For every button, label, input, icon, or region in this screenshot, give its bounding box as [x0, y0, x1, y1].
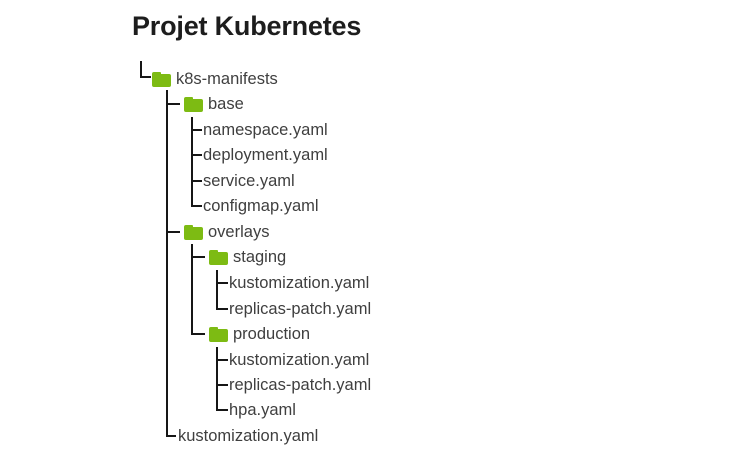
node-label: overlays	[208, 222, 270, 241]
node-label: replicas-patch.yaml	[229, 299, 372, 318]
node-label: kustomization.yaml	[229, 273, 370, 292]
tree-connector-tick-namespace	[191, 129, 202, 131]
node-label: production	[233, 324, 311, 343]
node-label: kustomization.yaml	[229, 350, 370, 369]
tree-node-production-replicas-patch-yaml: replicas-patch.yaml	[229, 372, 371, 398]
page-title: Projet Kubernetes	[132, 11, 362, 41]
tree-node-deployment-yaml: deployment.yaml	[203, 142, 328, 168]
tree-connector-base-vertical	[191, 117, 193, 207]
tree-node-root-kustomization-yaml: kustomization.yaml	[178, 423, 318, 449]
node-label: service.yaml	[203, 171, 295, 190]
folder-icon	[184, 96, 203, 112]
tree-node-service-yaml: service.yaml	[203, 168, 295, 194]
tree-connector-overlays-vertical	[191, 244, 193, 335]
tree-node-configmap-yaml: configmap.yaml	[203, 193, 319, 219]
node-label: staging	[233, 247, 287, 266]
tree-node-hpa-yaml: hpa.yaml	[229, 397, 296, 423]
tree-node-production: production	[209, 321, 310, 347]
tree-node-production-kustomization-yaml: kustomization.yaml	[229, 347, 369, 373]
tree-connector-tick-staging-replicas	[216, 308, 228, 310]
node-label: k8s-manifests	[176, 69, 278, 88]
tree-connector-tick-production	[191, 333, 205, 335]
tree-node-k8s-manifests: k8s-manifests	[152, 66, 278, 92]
tree-connector-tick-production-kustomization	[216, 359, 228, 361]
tree-connector-tick-overlays	[166, 231, 180, 233]
tree-node-staging-replicas-patch-yaml: replicas-patch.yaml	[229, 296, 371, 322]
tree-node-staging: staging	[209, 244, 286, 270]
tree-connector-tick-base	[166, 103, 180, 105]
tree-node-staging-kustomization-yaml: kustomization.yaml	[229, 270, 369, 296]
folder-icon	[209, 326, 228, 342]
tree-connector-root-vertical	[140, 61, 142, 78]
tree-connector-staging-vertical	[216, 270, 218, 310]
folder-icon	[152, 71, 171, 87]
node-label: replicas-patch.yaml	[229, 375, 372, 394]
tree-connector-tick-production-replicas	[216, 384, 228, 386]
node-label: kustomization.yaml	[178, 426, 319, 445]
tree-connector-root-horizontal	[140, 76, 151, 78]
tree-connector-production-vertical	[216, 347, 218, 411]
tree-node-namespace-yaml: namespace.yaml	[203, 117, 328, 143]
tree-connector-tick-staging	[191, 256, 205, 258]
tree-connector-tick-deployment	[191, 154, 202, 156]
node-label: configmap.yaml	[203, 196, 319, 215]
node-label: base	[208, 94, 244, 113]
node-label: deployment.yaml	[203, 145, 328, 164]
tree-connector-tick-hpa	[216, 409, 228, 411]
tree-node-base: base	[184, 91, 244, 117]
tree-connector-tick-service	[191, 180, 202, 182]
node-label: hpa.yaml	[229, 400, 296, 419]
tree-connector-tick-staging-kustomization	[216, 282, 228, 284]
tree-connector-tick-configmap	[191, 205, 202, 207]
tree-connector-k8s-vertical	[166, 90, 168, 437]
folder-icon	[209, 249, 228, 265]
node-label: namespace.yaml	[203, 120, 328, 139]
tree-node-overlays: overlays	[184, 219, 269, 245]
folder-icon	[184, 224, 203, 240]
tree-connector-tick-root-kustomization	[166, 435, 176, 437]
